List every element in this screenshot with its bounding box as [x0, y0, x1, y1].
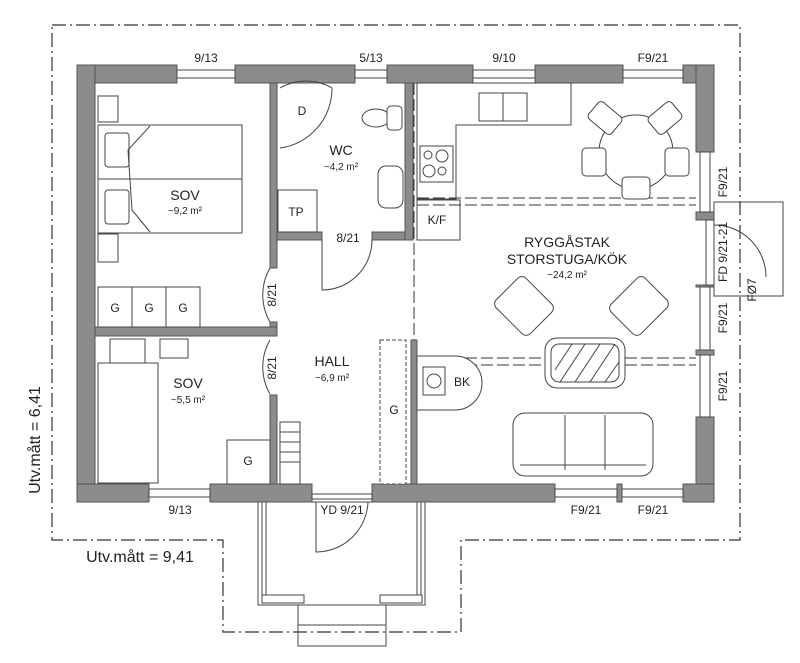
room-name-sov2: SOV [173, 375, 203, 391]
door-label-sov2: 8/21 [265, 356, 279, 380]
window-label: F9/21 [571, 503, 602, 517]
hall-fixtures: G [279, 83, 415, 485]
room-name-living-1: RYGGÅSTAK [524, 234, 611, 250]
dining-table [581, 101, 690, 200]
window-label: F9/21 [716, 302, 730, 333]
bed-single: G [97, 338, 271, 485]
interior-doors: 8/21 8/21 8/21 [262, 231, 373, 395]
width-dimension: Utv.mått = 9,41 [86, 548, 194, 566]
fo-label: FØ7 [745, 278, 759, 302]
room-name-living-2: STORSTUGA/KÖK [507, 250, 628, 267]
window-label: 9/13 [168, 503, 192, 517]
closet-label: G [389, 403, 398, 417]
wardrobe-label: G [243, 454, 252, 468]
room-name-sov1: SOV [170, 187, 200, 203]
height-dimension: Utv.mått = 6,41 [26, 386, 44, 494]
door-label-wc: 8/21 [336, 231, 360, 245]
room-area-living: ~24,2 m² [547, 270, 587, 281]
laundry-label: TP [288, 205, 303, 219]
entrance-door-label: YD 9/21 [320, 503, 364, 517]
window-label: F9/21 [638, 503, 669, 517]
window-label: 9/13 [194, 51, 218, 65]
bed-double [97, 95, 243, 263]
wardrobe-label: G [110, 301, 119, 315]
wardrobe-label: G [178, 301, 187, 315]
door-label-sov1: 8/21 [265, 283, 279, 307]
wardrobe-label: G [144, 301, 153, 315]
shower-label: D [298, 104, 307, 118]
living-furniture [494, 276, 669, 477]
kitchen: K/F [416, 82, 696, 366]
window-label: F9/21 [638, 51, 669, 65]
walls [76, 64, 715, 503]
fireplace: BK [416, 355, 483, 411]
fireplace-label: BK [454, 375, 470, 389]
room-area-hall: ~6,9 m² [315, 373, 350, 384]
window-label: F9/21 [716, 166, 730, 197]
wardrobes: G G G [97, 286, 201, 328]
terrace-door-label: FD 9/21-21 [716, 222, 730, 282]
window-label: F9/21 [716, 370, 730, 401]
wc-fixtures: D TP [277, 80, 404, 233]
windows-top: 9/13 5/13 9/10 F9/21 [176, 51, 684, 79]
fridge-label: K/F [428, 213, 447, 227]
window-label: 5/13 [359, 51, 383, 65]
room-name-hall: HALL [314, 353, 349, 369]
room-area-wc: ~4,2 m² [324, 162, 359, 173]
room-name-wc: WC [329, 142, 352, 158]
porch [257, 501, 426, 647]
outer-boundary [51, 24, 741, 633]
room-area-sov2: ~5,5 m² [171, 395, 206, 406]
windows-bottom: 9/13 YD 9/21 F9/21 F9/21 [148, 488, 684, 553]
room-area-sov1: ~9,2 m² [168, 206, 203, 217]
windows-right: F9/21 FD 9/21-21 F9/21 F9/21 FØ7 [699, 151, 784, 418]
window-label: 9/10 [492, 51, 516, 65]
